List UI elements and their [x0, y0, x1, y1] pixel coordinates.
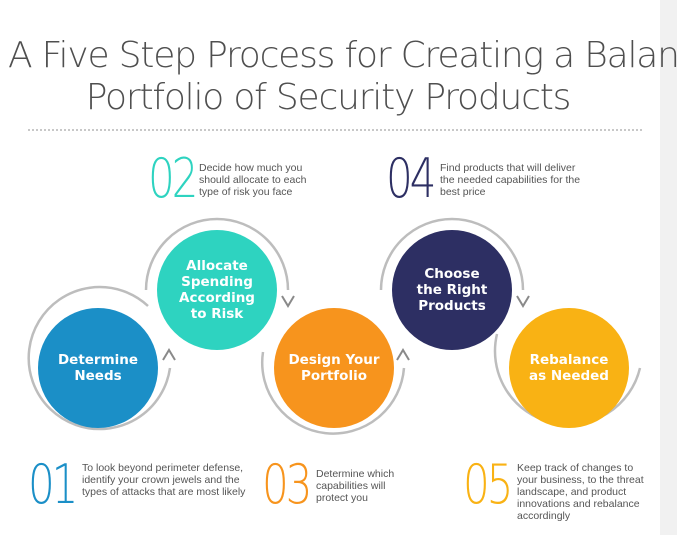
arrow-icon-4: [516, 295, 530, 308]
page-title-line-2: Portfolio of Security Products: [85, 77, 572, 118]
step-2-description: Decide how much you should allocate to e…: [199, 162, 307, 198]
step-4-description: Find products that will deliver the need…: [440, 162, 581, 198]
step-5-circle-label: Rebalance as Needed: [529, 352, 609, 384]
ring-arc-4: [379, 217, 525, 291]
step-circle-3: [274, 308, 394, 428]
step-4-circle-label: Choose the Right Products: [416, 266, 488, 314]
step-3-circle-label: Design Your Portfolio: [288, 352, 380, 384]
ring-arc-1: [27, 285, 172, 431]
step-3-description: Determine which capabilities will protec…: [316, 468, 395, 504]
arrow-icon-2: [281, 295, 295, 308]
step-5-number: 05: [463, 453, 513, 516]
page-edge-strip: [660, 0, 677, 535]
step-circle-1: [38, 308, 158, 428]
step-1-description: To look beyond perimeter defense, identi…: [82, 462, 246, 498]
step-3-number: 03: [262, 453, 312, 516]
step-2-number: 02: [148, 147, 198, 210]
page-title-line-1: A Five Step Process for Creating a Balan…: [8, 35, 677, 76]
step-5-description: Keep track of changes to your business, …: [517, 462, 644, 522]
step-1-number: 01: [28, 453, 78, 516]
arrow-icon-3: [396, 348, 410, 361]
step-1-circle-label: Determine Needs: [57, 352, 139, 384]
step-4-number: 04: [386, 147, 436, 210]
step-circle-5: [509, 308, 629, 428]
step-circle-2: [157, 230, 277, 350]
dotted-divider: [28, 129, 642, 131]
ring-arc-3: [261, 351, 406, 435]
step-2-circle-label: Allocate Spending According to Risk: [179, 258, 255, 322]
step-circle-4: [392, 230, 512, 350]
ring-arc-2: [144, 217, 290, 291]
arrow-icon-1: [162, 348, 176, 361]
